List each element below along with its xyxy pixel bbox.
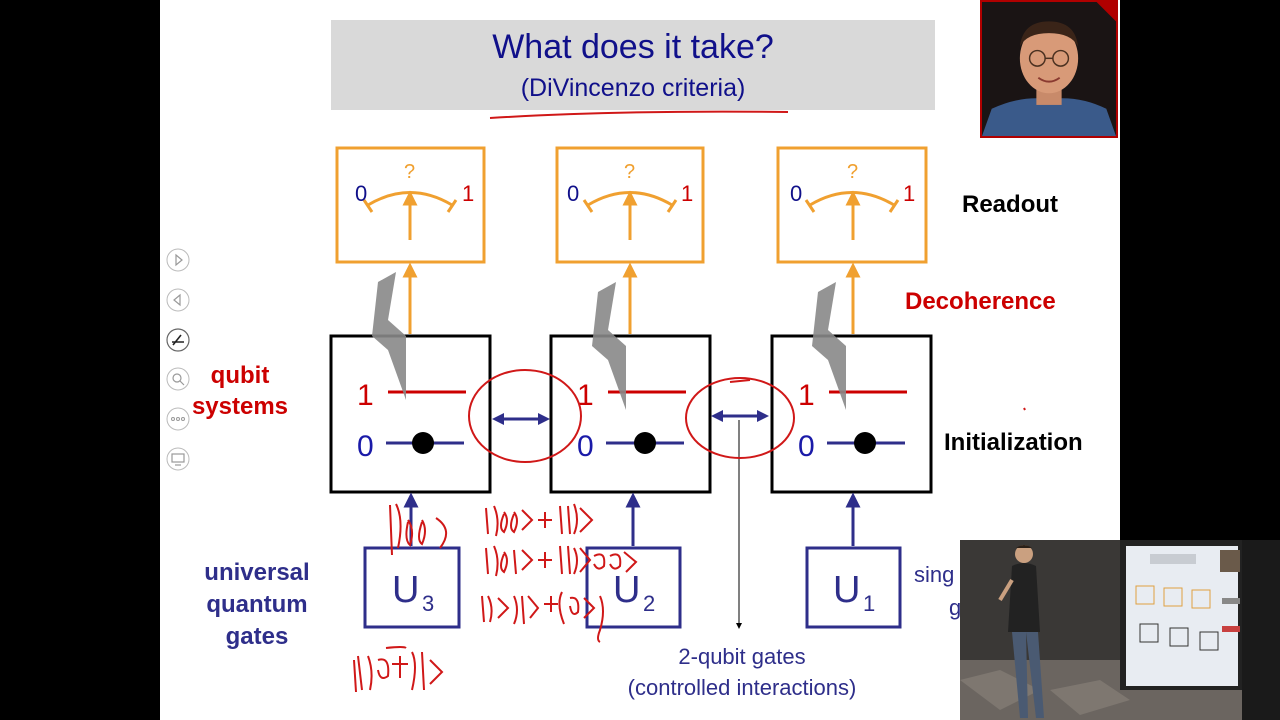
lightning-bolt-icon — [592, 282, 626, 410]
single-qubit-label-partial-2: g — [949, 595, 961, 620]
qubit-zero-level: 0 — [357, 430, 374, 463]
more-options-icon[interactable] — [166, 407, 190, 431]
readout-meter: 0 1 ? — [555, 146, 705, 264]
coupling-circle-ink — [468, 369, 582, 463]
decoherence-label: Decoherence — [905, 288, 1056, 315]
screen-options-icon[interactable] — [166, 447, 190, 471]
pen-icon[interactable] — [166, 328, 190, 352]
readout-meter: 0 1 ? — [335, 146, 486, 264]
readout-meter: 0 1 ? — [776, 146, 928, 264]
qubit-one-level: 1 — [357, 379, 374, 412]
universal-gates-label-line1: universal — [204, 559, 309, 586]
qubit-zero-level: 0 — [798, 430, 815, 463]
gate-letter: U — [392, 569, 419, 611]
lecture-video-overlay — [960, 540, 1280, 720]
qubit-systems-label-line2: systems — [192, 393, 288, 420]
single-qubit-label-partial: sing — [914, 562, 954, 587]
gate-index: 2 — [643, 591, 655, 616]
gate-box: U 1 — [805, 546, 902, 629]
meter-one-label: 1 — [681, 181, 693, 206]
qubit-zero-level: 0 — [577, 430, 594, 463]
title-box: What does it take? (DiVincenzo criteria) — [331, 20, 935, 110]
zoom-icon[interactable] — [166, 367, 190, 391]
gate-index: 1 — [863, 591, 875, 616]
readout-label: Readout — [962, 191, 1058, 218]
handwritten-annotations — [353, 110, 1026, 693]
previous-slide-icon[interactable] — [166, 288, 190, 312]
lightning-bolt-icon — [372, 272, 406, 400]
meter-question-label: ? — [624, 161, 635, 183]
meter-zero-label: 0 — [355, 181, 367, 206]
gate-letter: U — [833, 569, 860, 611]
meter-one-label: 1 — [462, 181, 474, 206]
next-slide-icon[interactable] — [166, 248, 190, 272]
presenter-photo — [980, 0, 1118, 138]
slide: What does it take? (DiVincenzo criteria) — [160, 0, 1120, 720]
gate-letter: U — [613, 569, 640, 611]
coupling-circle-ink — [685, 377, 795, 459]
gate-box: U 3 — [363, 546, 461, 629]
two-qubit-label-line2: (controlled interactions) — [628, 675, 857, 700]
lightning-bolt-icon — [812, 282, 846, 410]
meter-zero-label: 0 — [567, 181, 579, 206]
qubit-box: 1 0 — [770, 334, 933, 494]
universal-gates-label-line3: gates — [226, 623, 289, 650]
slide-title: What does it take? — [492, 28, 774, 66]
qubit-one-level: 1 — [798, 379, 815, 412]
qubit-one-level: 1 — [577, 379, 594, 412]
gate-index: 3 — [422, 591, 434, 616]
qubit-box: 1 0 — [549, 334, 712, 494]
two-qubit-label-line1: 2-qubit gates — [678, 644, 805, 669]
diagram: 0 1 ? 0 1 ? 0 1 ? — [192, 110, 1083, 700]
meter-zero-label: 0 — [790, 181, 802, 206]
meter-question-label: ? — [404, 161, 415, 183]
qubit-systems-label-line1: qubit — [211, 362, 270, 389]
meter-one-label: 1 — [903, 181, 915, 206]
qubit-box: 1 0 — [329, 334, 492, 494]
title-underline-ink — [489, 110, 789, 119]
meter-question-label: ? — [847, 161, 858, 183]
initialization-label: Initialization — [944, 429, 1083, 456]
slide-subtitle: (DiVincenzo criteria) — [520, 74, 746, 102]
universal-gates-label-line2: quantum — [206, 591, 307, 618]
